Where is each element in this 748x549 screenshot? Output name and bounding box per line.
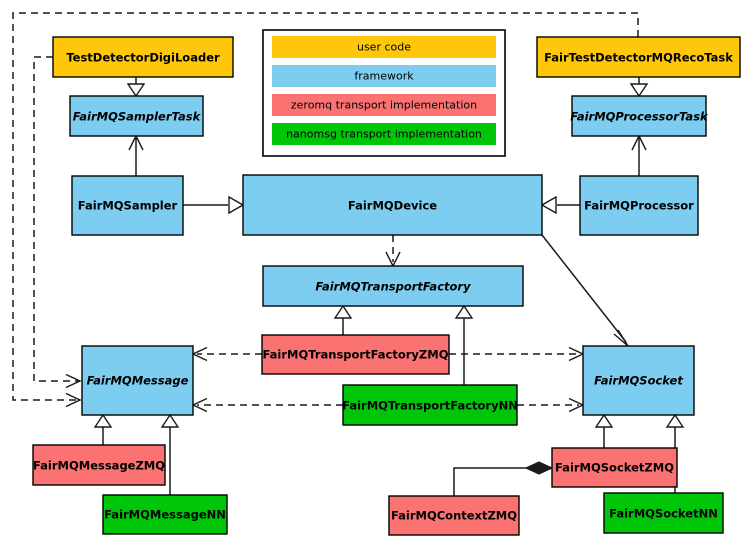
- node-label: FairMQProcessorTask: [570, 110, 709, 124]
- edge-tfzmq-to-socket: [449, 346, 585, 362]
- node-fair-test-detector-mq-reco-task[interactable]: FairTestDetectorMQRecoTask: [536, 36, 741, 78]
- node-label: FairMQSocket: [594, 374, 683, 388]
- edge-socketzmq-to-socket: [594, 413, 614, 448]
- node-label: FairMQSampler: [78, 199, 178, 213]
- edge-tfnn-to-socket: [517, 397, 585, 413]
- node-label: FairTestDetectorMQRecoTask: [544, 51, 733, 65]
- node-fair-mq-processor[interactable]: FairMQProcessor: [579, 175, 699, 236]
- node-box: [261, 334, 450, 375]
- node-layer: TestDetectorDigiLoader FairMQSamplerTask…: [32, 36, 741, 536]
- node-box: [71, 175, 184, 236]
- node-fair-mq-processor-task[interactable]: FairMQProcessorTask: [570, 95, 709, 137]
- legend-item-zeromq: zeromq transport implementation: [272, 94, 496, 116]
- node-box: [102, 494, 228, 535]
- node-box: [603, 492, 724, 534]
- node-box: [388, 495, 520, 536]
- edge-digiloader-to-samplertask: [126, 77, 146, 98]
- node-fair-mq-transport-factory-zmq[interactable]: FairMQTransportFactoryZMQ: [261, 334, 450, 375]
- legend-item-framework: framework: [272, 65, 496, 87]
- legend-label: zeromq transport implementation: [291, 99, 477, 112]
- legend-swatch: [272, 65, 496, 87]
- node-box: [342, 384, 518, 426]
- node-label: FairMQDevice: [348, 199, 437, 213]
- node-fair-mq-message-nn[interactable]: FairMQMessageNN: [102, 494, 228, 535]
- edge-tfnn-to-transportfactory: [454, 304, 474, 385]
- edge-tfzmq-to-transportfactory: [333, 304, 353, 335]
- node-label: TestDetectorDigiLoader: [66, 51, 220, 65]
- node-box: [536, 36, 741, 78]
- node-fair-mq-socket-nn[interactable]: FairMQSocketNN: [603, 492, 724, 534]
- node-fair-mq-socket-zmq[interactable]: FairMQSocketZMQ: [551, 447, 678, 488]
- edge-recotask-to-processortask: [629, 77, 649, 98]
- edge-processor-to-device: [540, 195, 580, 215]
- node-box: [32, 444, 166, 486]
- node-fair-mq-sampler-task[interactable]: FairMQSamplerTask: [69, 95, 204, 137]
- node-fair-mq-message-zmq[interactable]: FairMQMessageZMQ: [32, 444, 166, 486]
- node-fair-mq-sampler[interactable]: FairMQSampler: [71, 175, 184, 236]
- node-label: FairMQMessage: [87, 374, 189, 388]
- edge-contextzmq-to-socketzmq: [453, 461, 554, 496]
- legend: user code framework zeromq transport imp…: [262, 29, 506, 157]
- node-label: FairMQMessageZMQ: [33, 459, 165, 473]
- edge-device-to-transportfactory: [385, 235, 401, 268]
- node-box: [52, 36, 234, 78]
- edge-processor-to-processortask: [631, 134, 647, 176]
- edge-tfzmq-to-message: [191, 346, 262, 362]
- node-label: FairMQMessageNN: [104, 508, 226, 522]
- node-label: FairMQSamplerTask: [73, 110, 202, 124]
- legend-swatch: [272, 36, 496, 58]
- node-box: [551, 447, 678, 488]
- node-label: FairMQContextZMQ: [391, 509, 517, 523]
- node-fair-mq-socket[interactable]: FairMQSocket: [582, 345, 695, 416]
- node-label: FairMQTransportFactoryNN: [342, 399, 518, 413]
- node-test-detector-digi-loader[interactable]: TestDetectorDigiLoader: [52, 36, 234, 78]
- node-box: [242, 174, 543, 236]
- edge-sampler-to-samplertask: [128, 134, 144, 176]
- edge-messagenn-to-message: [160, 413, 180, 495]
- edge-messagezmq-to-message: [93, 413, 113, 445]
- legend-label: nanomsg transport implementation: [286, 128, 482, 141]
- node-box: [81, 345, 194, 416]
- node-box: [69, 95, 204, 137]
- legend-item-user-code: user code: [272, 36, 496, 58]
- edge-device-to-socket: [541, 234, 629, 347]
- legend-label: framework: [354, 70, 414, 83]
- node-label: FairMQProcessor: [584, 199, 694, 213]
- node-fair-mq-transport-factory-nn[interactable]: FairMQTransportFactoryNN: [342, 384, 518, 426]
- node-label: FairMQTransportFactory: [315, 280, 471, 294]
- edge-digiloader-to-message: [33, 56, 82, 389]
- legend-swatch: [272, 123, 496, 145]
- node-fair-mq-transport-factory[interactable]: FairMQTransportFactory: [262, 265, 524, 307]
- node-box: [579, 175, 699, 236]
- edge-recotask-to-message: [12, 12, 639, 408]
- node-box: [582, 345, 695, 416]
- node-box: [262, 265, 524, 307]
- legend-label: user code: [357, 41, 411, 54]
- node-label: FairMQSocketNN: [609, 507, 718, 521]
- node-box: [571, 95, 707, 137]
- legend-swatch: [272, 94, 496, 116]
- node-label: FairMQSocketZMQ: [555, 461, 674, 475]
- node-label: FairMQTransportFactoryZMQ: [262, 348, 448, 362]
- node-fair-mq-context-zmq[interactable]: FairMQContextZMQ: [388, 495, 520, 536]
- edge-sampler-to-device: [183, 195, 245, 215]
- legend-item-nanomsg: nanomsg transport implementation: [272, 123, 496, 145]
- node-fair-mq-message[interactable]: FairMQMessage: [81, 345, 194, 416]
- edge-tfnn-to-message: [191, 397, 343, 413]
- node-fair-mq-device[interactable]: FairMQDevice: [242, 174, 543, 236]
